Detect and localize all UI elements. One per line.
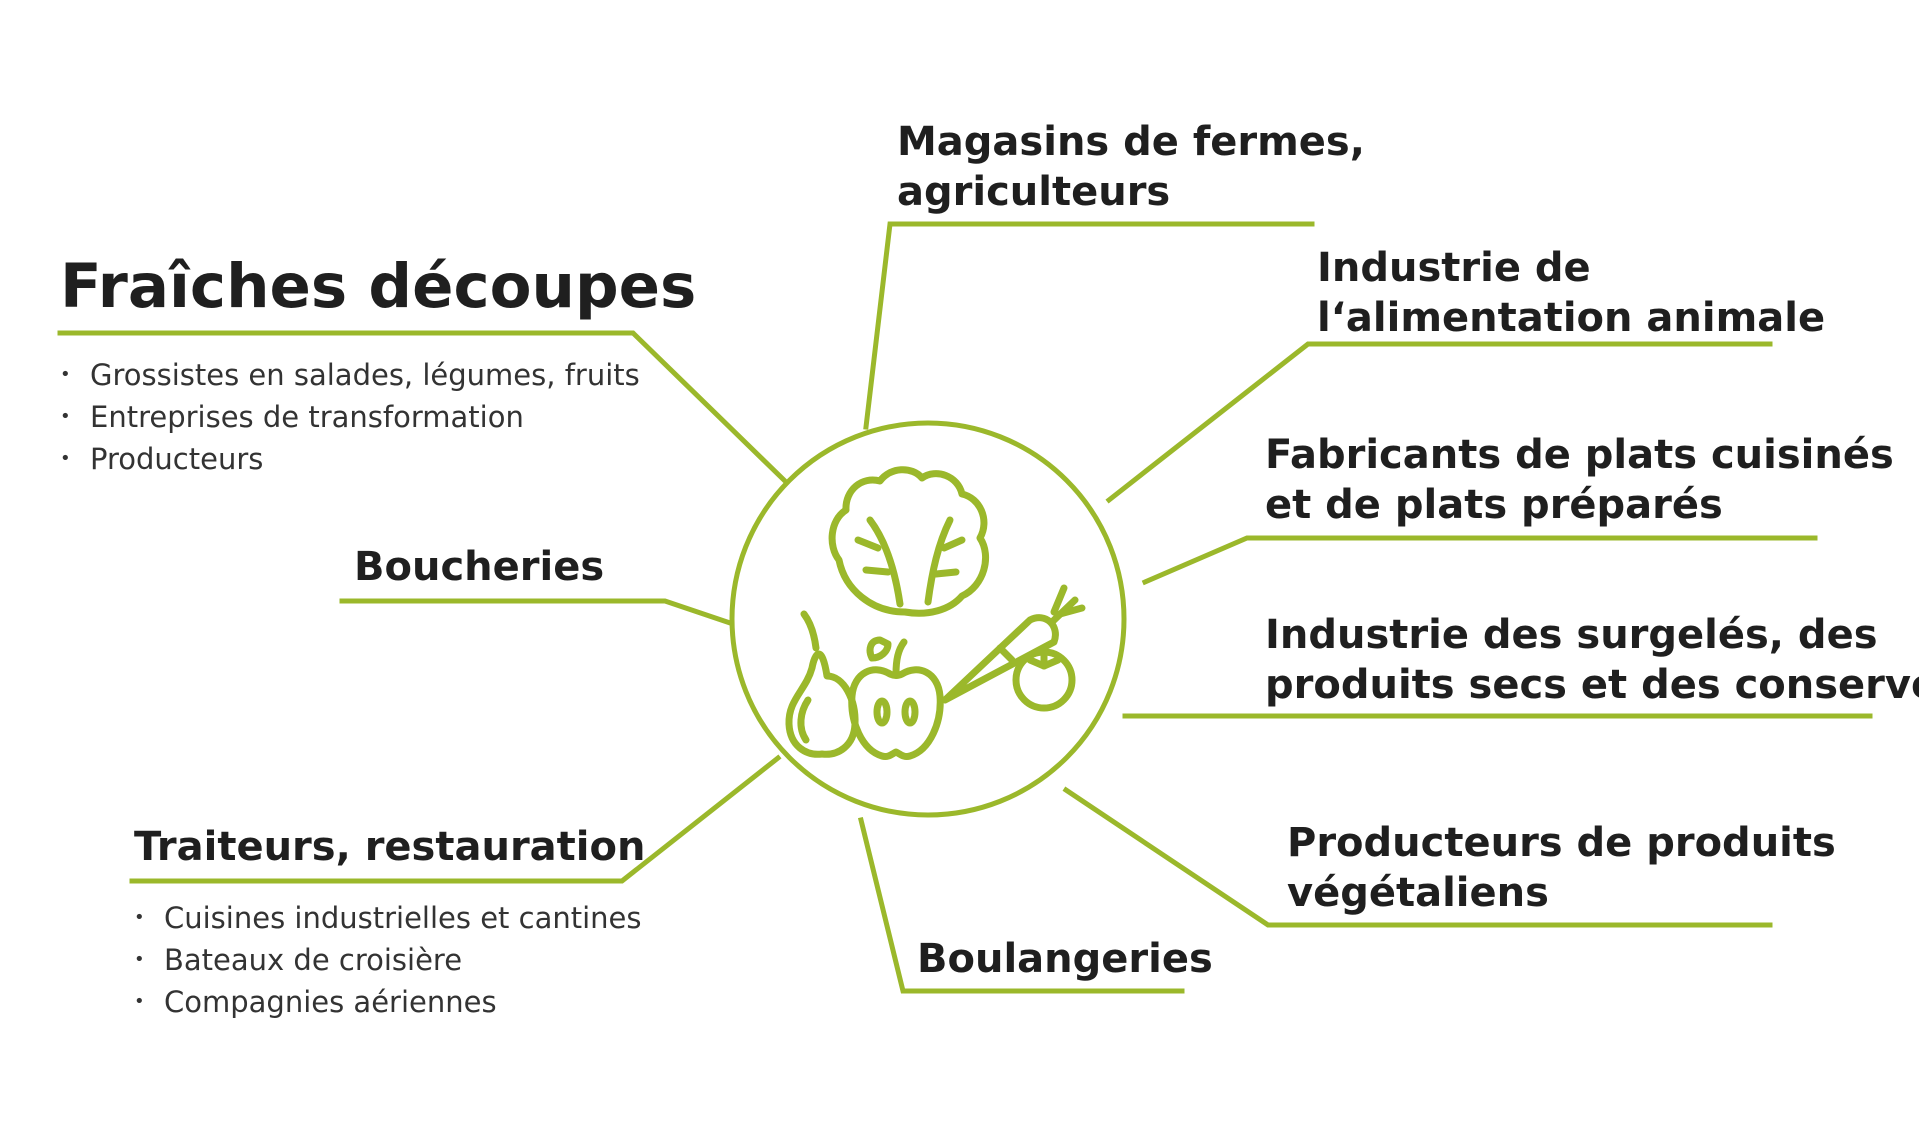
tomato-icon: [1012, 648, 1076, 712]
connector-boucheries: [339, 598, 734, 627]
fruits-and-vegetables-icon: [785, 466, 1086, 760]
segment-list-traiteurs: Cuisines industrielles et cantines Batea…: [134, 897, 642, 1023]
list-item: Cuisines industrielles et cantines: [134, 897, 642, 939]
list-item: Entreprises de transformation: [60, 396, 640, 438]
connector-fraiches: [57, 330, 789, 485]
segment-title-fraiches: Fraîches découpes: [60, 251, 697, 322]
list-item: Bateaux de croisière: [134, 939, 642, 981]
segment-title-alimentation: Industrie de l‘alimentation animale: [1317, 243, 1825, 343]
segment-title-line: et de plats préparés: [1265, 482, 1723, 528]
center-circle: [729, 420, 1127, 818]
segment-title-boulangeries: Boulangeries: [917, 936, 1213, 982]
segment-title-line: Fabricants de plats cuisinés: [1265, 432, 1894, 478]
segment-title-line: Magasins de fermes,: [897, 119, 1365, 165]
segment-title-line: l‘alimentation animale: [1317, 295, 1826, 341]
segment-title-line: produits secs et des conserves: [1265, 662, 1919, 708]
apple-icon: [848, 636, 944, 760]
connector-vegetaliens: [1062, 786, 1773, 928]
segment-title-line: agriculteurs: [897, 169, 1171, 215]
segment-title-surgeles: Industrie des surgelés, des produits sec…: [1265, 610, 1919, 710]
list-item: Producteurs: [60, 438, 640, 480]
segment-title-vegetaliens: Producteurs de produits végétaliens: [1287, 818, 1836, 918]
segment-list-fraiches: Grossistes en salades, légumes, fruits E…: [60, 354, 640, 480]
list-item: Compagnies aériennes: [134, 981, 642, 1023]
connector-boulangeries: [857, 816, 1185, 994]
connector-traiteurs: [129, 754, 782, 884]
segment-title-fabricants: Fabricants de plats cuisinés et de plats…: [1265, 430, 1894, 530]
list-item: Grossistes en salades, légumes, fruits: [60, 354, 640, 396]
connector-alimentation: [1105, 341, 1773, 504]
segment-title-magasins: Magasins de fermes, agriculteurs: [897, 117, 1365, 217]
segment-title-traiteurs: Traiteurs, restauration: [134, 824, 646, 870]
segment-title-line: végétaliens: [1287, 870, 1549, 916]
carrot-icon: [941, 584, 1086, 704]
lettuce-icon: [828, 466, 990, 617]
connector-fabricants: [1141, 535, 1818, 586]
segment-title-line: Industrie de: [1317, 245, 1591, 291]
connector-magasins: [863, 221, 1315, 430]
segment-title-line: Producteurs de produits: [1287, 820, 1836, 866]
segment-title-boucheries: Boucheries: [354, 544, 605, 590]
segment-title-line: Industrie des surgelés, des: [1265, 612, 1878, 658]
